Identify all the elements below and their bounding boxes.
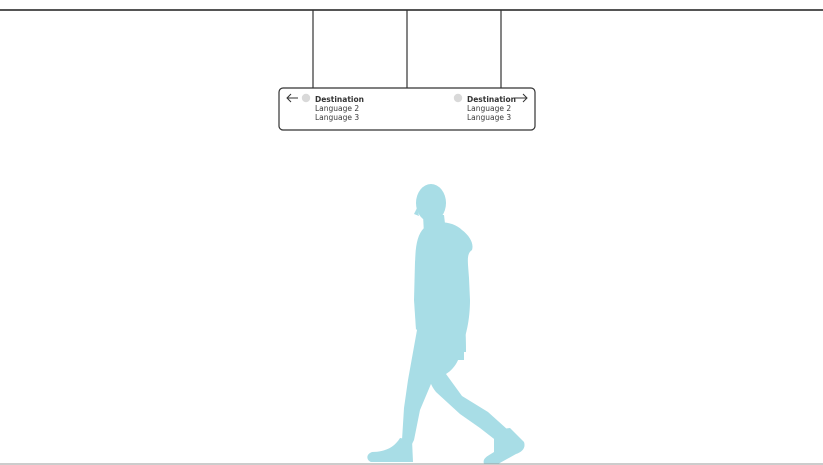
language-3-right: Language 3 — [467, 113, 512, 122]
sign-left-text: Destination Language 2 Language 3 — [315, 95, 364, 122]
language-3-left: Language 3 — [315, 113, 360, 122]
arrow-left-icon — [286, 93, 298, 103]
sign-right-text: Destination Language 2 Language 3 — [467, 95, 516, 122]
language-2-left: Language 2 — [315, 104, 360, 113]
arrow-right-icon — [514, 93, 528, 103]
sign-panel — [278, 87, 536, 131]
destination-label-left: Destination — [315, 95, 364, 104]
walking-person-silhouette — [367, 184, 525, 464]
destination-dot-left — [301, 93, 311, 103]
destination-label-right: Destination — [467, 95, 516, 104]
destination-dot-right — [453, 93, 463, 103]
language-2-right: Language 2 — [467, 104, 512, 113]
